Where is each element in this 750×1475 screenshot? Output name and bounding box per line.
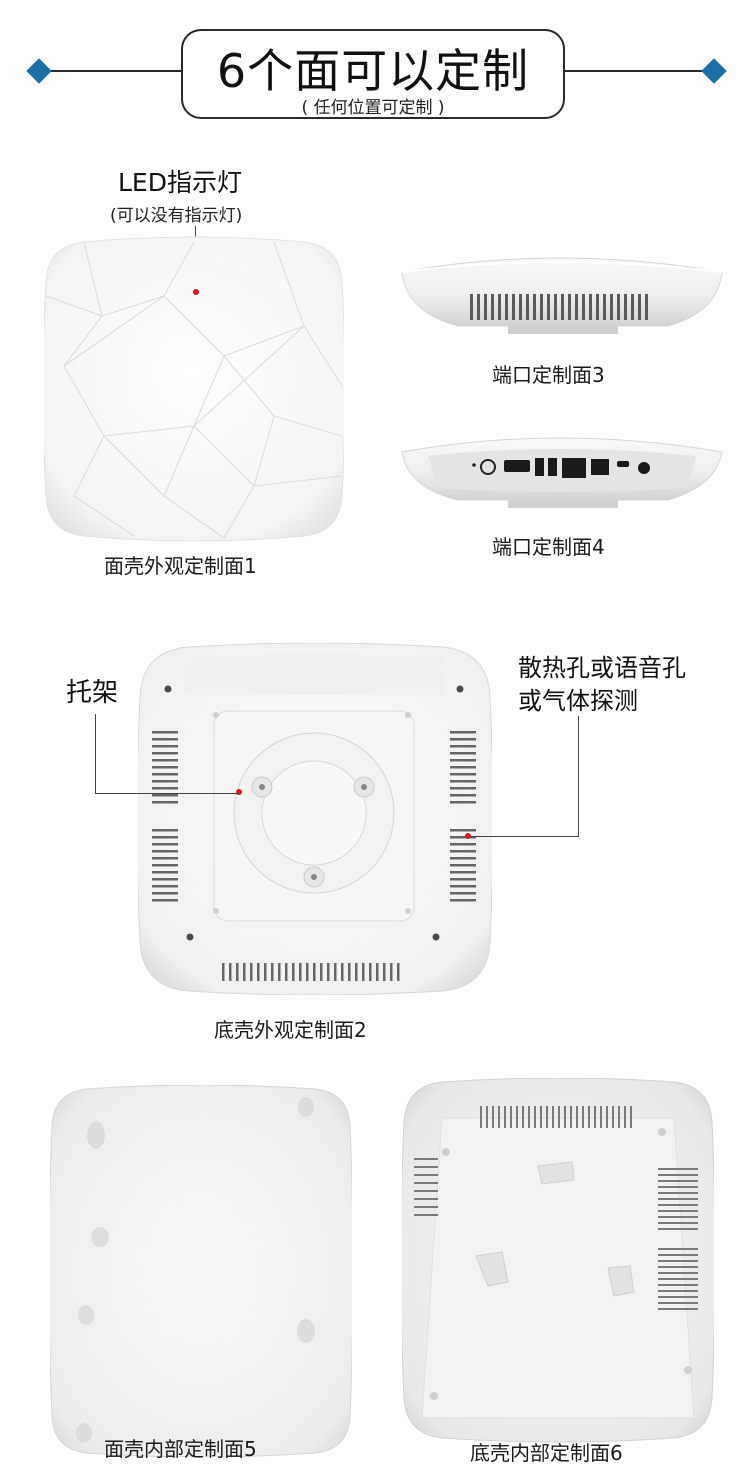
right-diamond-icon: [701, 58, 727, 84]
bracket-label: 托架: [66, 678, 119, 708]
bottom-shell-interior-image: [402, 1078, 714, 1443]
caption-face6: 底壳内部定制面6: [470, 1441, 623, 1465]
title-box: 6个面可以定制 ( 任何位置可定制 ): [181, 29, 565, 119]
top-shell-image: [44, 236, 344, 542]
page-subtitle: ( 任何位置可定制 ): [301, 98, 445, 118]
page-title: 6个面可以定制: [216, 44, 530, 98]
caption-face2: 底壳外观定制面2: [214, 1018, 367, 1042]
top-shell-interior-image: [50, 1085, 352, 1457]
vent-pointer-horizontal: [470, 836, 579, 837]
header-left-line: [38, 70, 182, 72]
side-port-image-3: [401, 257, 723, 334]
led-label: LED指示灯: [118, 168, 242, 197]
side-port-image-4: [401, 437, 723, 508]
led-sublabel: (可以没有指示灯): [110, 206, 243, 226]
led-indicator-dot: [193, 289, 199, 295]
header-right-line: [561, 70, 713, 72]
caption-face3: 端口定制面3: [492, 363, 605, 387]
bracket-pointer-vertical: [95, 714, 96, 793]
bracket-marker-dot: [236, 789, 242, 795]
left-diamond-icon: [26, 58, 52, 84]
vent-label-line1: 散热孔或语音孔: [518, 654, 686, 682]
vent-marker-dot: [465, 833, 471, 839]
bracket-pointer-horizontal: [95, 793, 239, 794]
caption-face4: 端口定制面4: [492, 535, 605, 559]
caption-face5: 面壳内部定制面5: [104, 1437, 257, 1461]
caption-face1: 面壳外观定制面1: [104, 554, 257, 578]
vent-pointer-vertical: [578, 716, 579, 837]
bottom-shell-image: [138, 643, 492, 995]
vent-label-line2: 或气体探测: [518, 687, 638, 715]
